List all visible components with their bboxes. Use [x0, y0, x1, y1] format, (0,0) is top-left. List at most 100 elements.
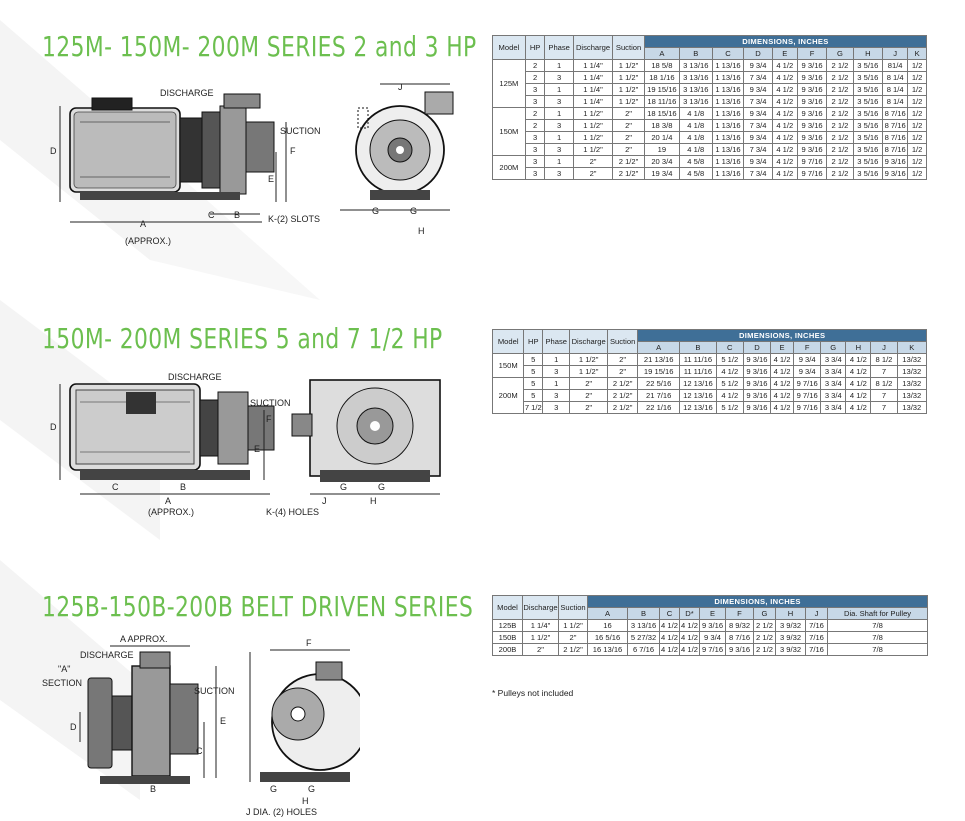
dim-col-header: B: [627, 607, 660, 620]
table-cell: 4 1/2: [679, 619, 700, 632]
model-cell: 200M: [491, 377, 525, 414]
table-cell: 11 11/16: [679, 353, 717, 366]
table-cell: 4 1/2: [771, 107, 798, 120]
table-cell: 18 1/16: [643, 71, 680, 84]
table-cell: 3 5/16: [852, 155, 884, 168]
table-cell: 9 7/16: [793, 389, 822, 402]
table-cell: 1 1/2": [522, 631, 559, 644]
table-cell: 3 5/16: [852, 143, 884, 156]
table-cell: 16: [587, 619, 628, 632]
col-header: Phase: [544, 35, 574, 60]
table-cell: 7 3/4: [743, 167, 773, 180]
dim-g: G: [340, 482, 347, 492]
table-cell: 81/4: [882, 59, 909, 72]
table-cell: 1: [542, 377, 571, 390]
table-cell: 1/2: [907, 83, 927, 96]
table-cell: 1 1/2": [612, 71, 645, 84]
table-cell: 1/2: [907, 143, 927, 156]
dim-col-header: C: [711, 47, 745, 60]
table-cell: 13/32: [896, 377, 928, 390]
table-cell: 2: [524, 107, 546, 120]
table-cell: 2": [612, 131, 645, 144]
table-cell: 4 1/2: [715, 365, 744, 378]
dim-b: B: [180, 482, 186, 492]
table-cell: 4 1/2: [770, 377, 795, 390]
col-header: Suction: [606, 329, 639, 354]
dim-col-header: J: [870, 341, 898, 354]
table-cell: 9 3/16: [796, 83, 828, 96]
table-cell: 4 1/8: [678, 119, 713, 132]
dim-col-header: G: [826, 47, 854, 60]
dim-col-header: G: [820, 341, 847, 354]
label-holes: K-(4) HOLES: [266, 507, 319, 517]
table-cell: 1 1/2": [572, 143, 614, 156]
table-cell: 7/16: [805, 643, 828, 656]
table-cell: 8 7/16: [882, 131, 909, 144]
label-suction: SUCTION: [250, 398, 291, 408]
table-cell: 5: [523, 353, 544, 366]
table-cell: 3: [524, 155, 546, 168]
table-cell: 1 13/16: [711, 143, 745, 156]
col-header: HP: [524, 35, 546, 60]
table-cell: 2": [569, 377, 608, 390]
table-cell: 2": [569, 389, 608, 402]
table-cell: 1 1/2": [572, 107, 614, 120]
table-cell: 7: [870, 365, 898, 378]
table-cell: 1 1/4": [572, 95, 614, 108]
table-cell: 4 5/8: [678, 155, 713, 168]
dim-col-header: D: [743, 47, 773, 60]
table-cell: 2: [524, 71, 546, 84]
label-a-approx: A APPROX.: [120, 634, 168, 644]
table-cell: 1/2: [907, 71, 927, 84]
table-cell: 9 3/4: [743, 83, 773, 96]
table-cell: 8 1/2: [870, 377, 898, 390]
table-cell: 18 11/16: [643, 95, 680, 108]
dim-col-header: E: [771, 47, 798, 60]
dim-g: G: [308, 784, 315, 794]
dimensions-header: DIMENSIONS, INCHES: [586, 595, 929, 608]
table-cell: 18 5/8: [643, 59, 680, 72]
table-cell: 11 11/16: [679, 365, 717, 378]
spec-table-5-7hp: Model HP Phase Discharge Suction DIMENSI…: [491, 329, 928, 414]
label-section: SECTION: [42, 678, 82, 688]
table-cell: 9 3/16: [725, 643, 754, 656]
table-cell: 22 5/16: [637, 377, 681, 390]
table-cell: 9 3/16: [742, 389, 772, 402]
table-cell: 1/2: [907, 107, 927, 120]
table-cell: 1 13/16: [711, 71, 745, 84]
table-cell: 5: [523, 389, 544, 402]
dim-col-header: F: [725, 607, 754, 620]
section-title: 150M- 200M SERIES 5 and 7 1/2 HP: [42, 322, 443, 355]
table-cell: 7 3/4: [743, 119, 773, 132]
dim-d: D: [70, 722, 77, 732]
table-cell: 3 5/16: [852, 95, 884, 108]
dim-e: E: [254, 444, 260, 454]
table-cell: 2": [612, 119, 645, 132]
table-cell: 4 1/2: [845, 401, 872, 414]
table-cell: 1 13/16: [711, 59, 745, 72]
table-cell: 21 13/16: [637, 353, 681, 366]
dim-b: B: [234, 210, 240, 220]
table-cell: 9 3/16: [796, 143, 828, 156]
col-header: Discharge: [572, 35, 614, 60]
table-cell: 2 1/2: [826, 59, 854, 72]
table-cell: 1: [544, 59, 574, 72]
table-cell: 1 1/2": [569, 353, 608, 366]
table-cell: 2": [606, 365, 639, 378]
dim-a: A: [165, 496, 171, 506]
table-cell: 3 5/16: [852, 119, 884, 132]
table-cell: 4 1/8: [678, 107, 713, 120]
table-cell: 1 1/2": [558, 619, 588, 632]
table-cell: 7 3/4: [743, 71, 773, 84]
table-cell: 1: [544, 131, 574, 144]
table-cell: 2": [572, 167, 614, 180]
table-cell: 2 1/2: [826, 83, 854, 96]
table-cell: 18 15/16: [643, 107, 680, 120]
table-cell: 7 1/2: [523, 401, 544, 414]
